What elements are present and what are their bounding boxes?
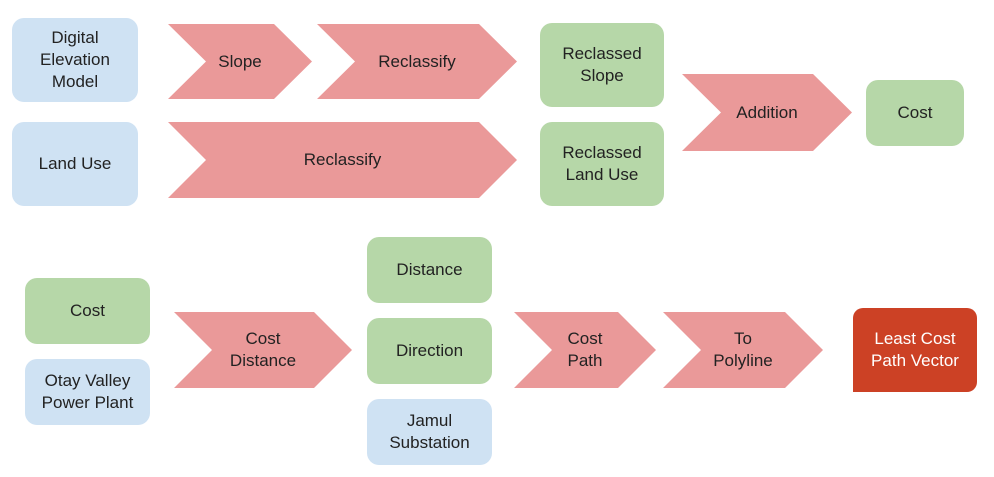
land-use-node: Land Use [12, 122, 138, 206]
slope-process-arrow: Slope [168, 24, 312, 99]
cost-path-chevron-shape [514, 312, 656, 388]
reclassed-land-use-node: Reclassed Land Use [540, 122, 664, 206]
slope-chevron-shape [168, 24, 312, 99]
addition-process-arrow: Addition [682, 74, 852, 151]
chevron-polygon [168, 122, 517, 198]
least-cost-path-vector-label: Least Cost Path Vector [871, 329, 959, 370]
chevron-polygon [682, 74, 852, 151]
reclassed-slope-node: Reclassed Slope [540, 23, 664, 107]
to-polyline-label: To Polyline [713, 329, 773, 370]
cost-result-label: Cost [897, 103, 933, 122]
dem-node: Digital Elevation Model [12, 18, 138, 102]
addition-chevron-shape [682, 74, 852, 151]
least-cost-path-vector-node: Least Cost Path Vector [853, 308, 977, 392]
reclassify-land-use-arrow: Reclassify [168, 122, 517, 198]
cost-input-label: Cost [70, 301, 105, 320]
chevron-polygon [663, 312, 823, 388]
cost-path-arrow: Cost Path [514, 312, 656, 388]
to-polyline-chevron-shape [663, 312, 823, 388]
reclassify-slope-label: Reclassify [378, 51, 456, 71]
to-polyline-arrow: To Polyline [663, 312, 823, 388]
chevron-polygon [174, 312, 352, 388]
direction-node: Direction [367, 318, 492, 384]
land-use-label: Land Use [38, 154, 112, 173]
reclassed-slope-label: Reclassed Slope [562, 44, 642, 85]
cost-distance-chevron-shape [174, 312, 352, 388]
otay-valley-node: Otay Valley Power Plant [25, 359, 150, 425]
chevron-polygon [514, 312, 656, 388]
otay-valley-label: Otay Valley Power Plant [41, 371, 134, 412]
chevron-polygon [168, 24, 312, 99]
distance-label: Distance [396, 260, 463, 279]
reclassify-land-use-label: Reclassify [303, 150, 382, 169]
addition-label: Addition [736, 102, 798, 122]
distance-node: Distance [367, 237, 492, 303]
cost-result-node: Cost [866, 80, 964, 146]
reclassify-land-use-chevron-shape [168, 122, 517, 198]
cost-input-node: Cost [25, 278, 150, 344]
direction-label: Direction [395, 341, 464, 360]
cost-path-label: Cost Path [567, 329, 603, 370]
slope-label: Slope [218, 51, 262, 71]
reclassify-slope-chevron-shape [317, 24, 517, 99]
dem-label: Digital Elevation Model [40, 28, 110, 91]
reclassify-slope-arrow: Reclassify [317, 24, 517, 99]
cost-distance-arrow: Cost Distance [174, 312, 352, 388]
jamul-substation-node: Jamul Substation [367, 399, 492, 465]
chevron-polygon [317, 24, 517, 99]
jamul-substation-label: Jamul Substation [389, 411, 470, 452]
reclassed-land-use-label: Reclassed Land Use [562, 143, 642, 184]
cost-distance-label: Cost Distance [229, 329, 297, 370]
